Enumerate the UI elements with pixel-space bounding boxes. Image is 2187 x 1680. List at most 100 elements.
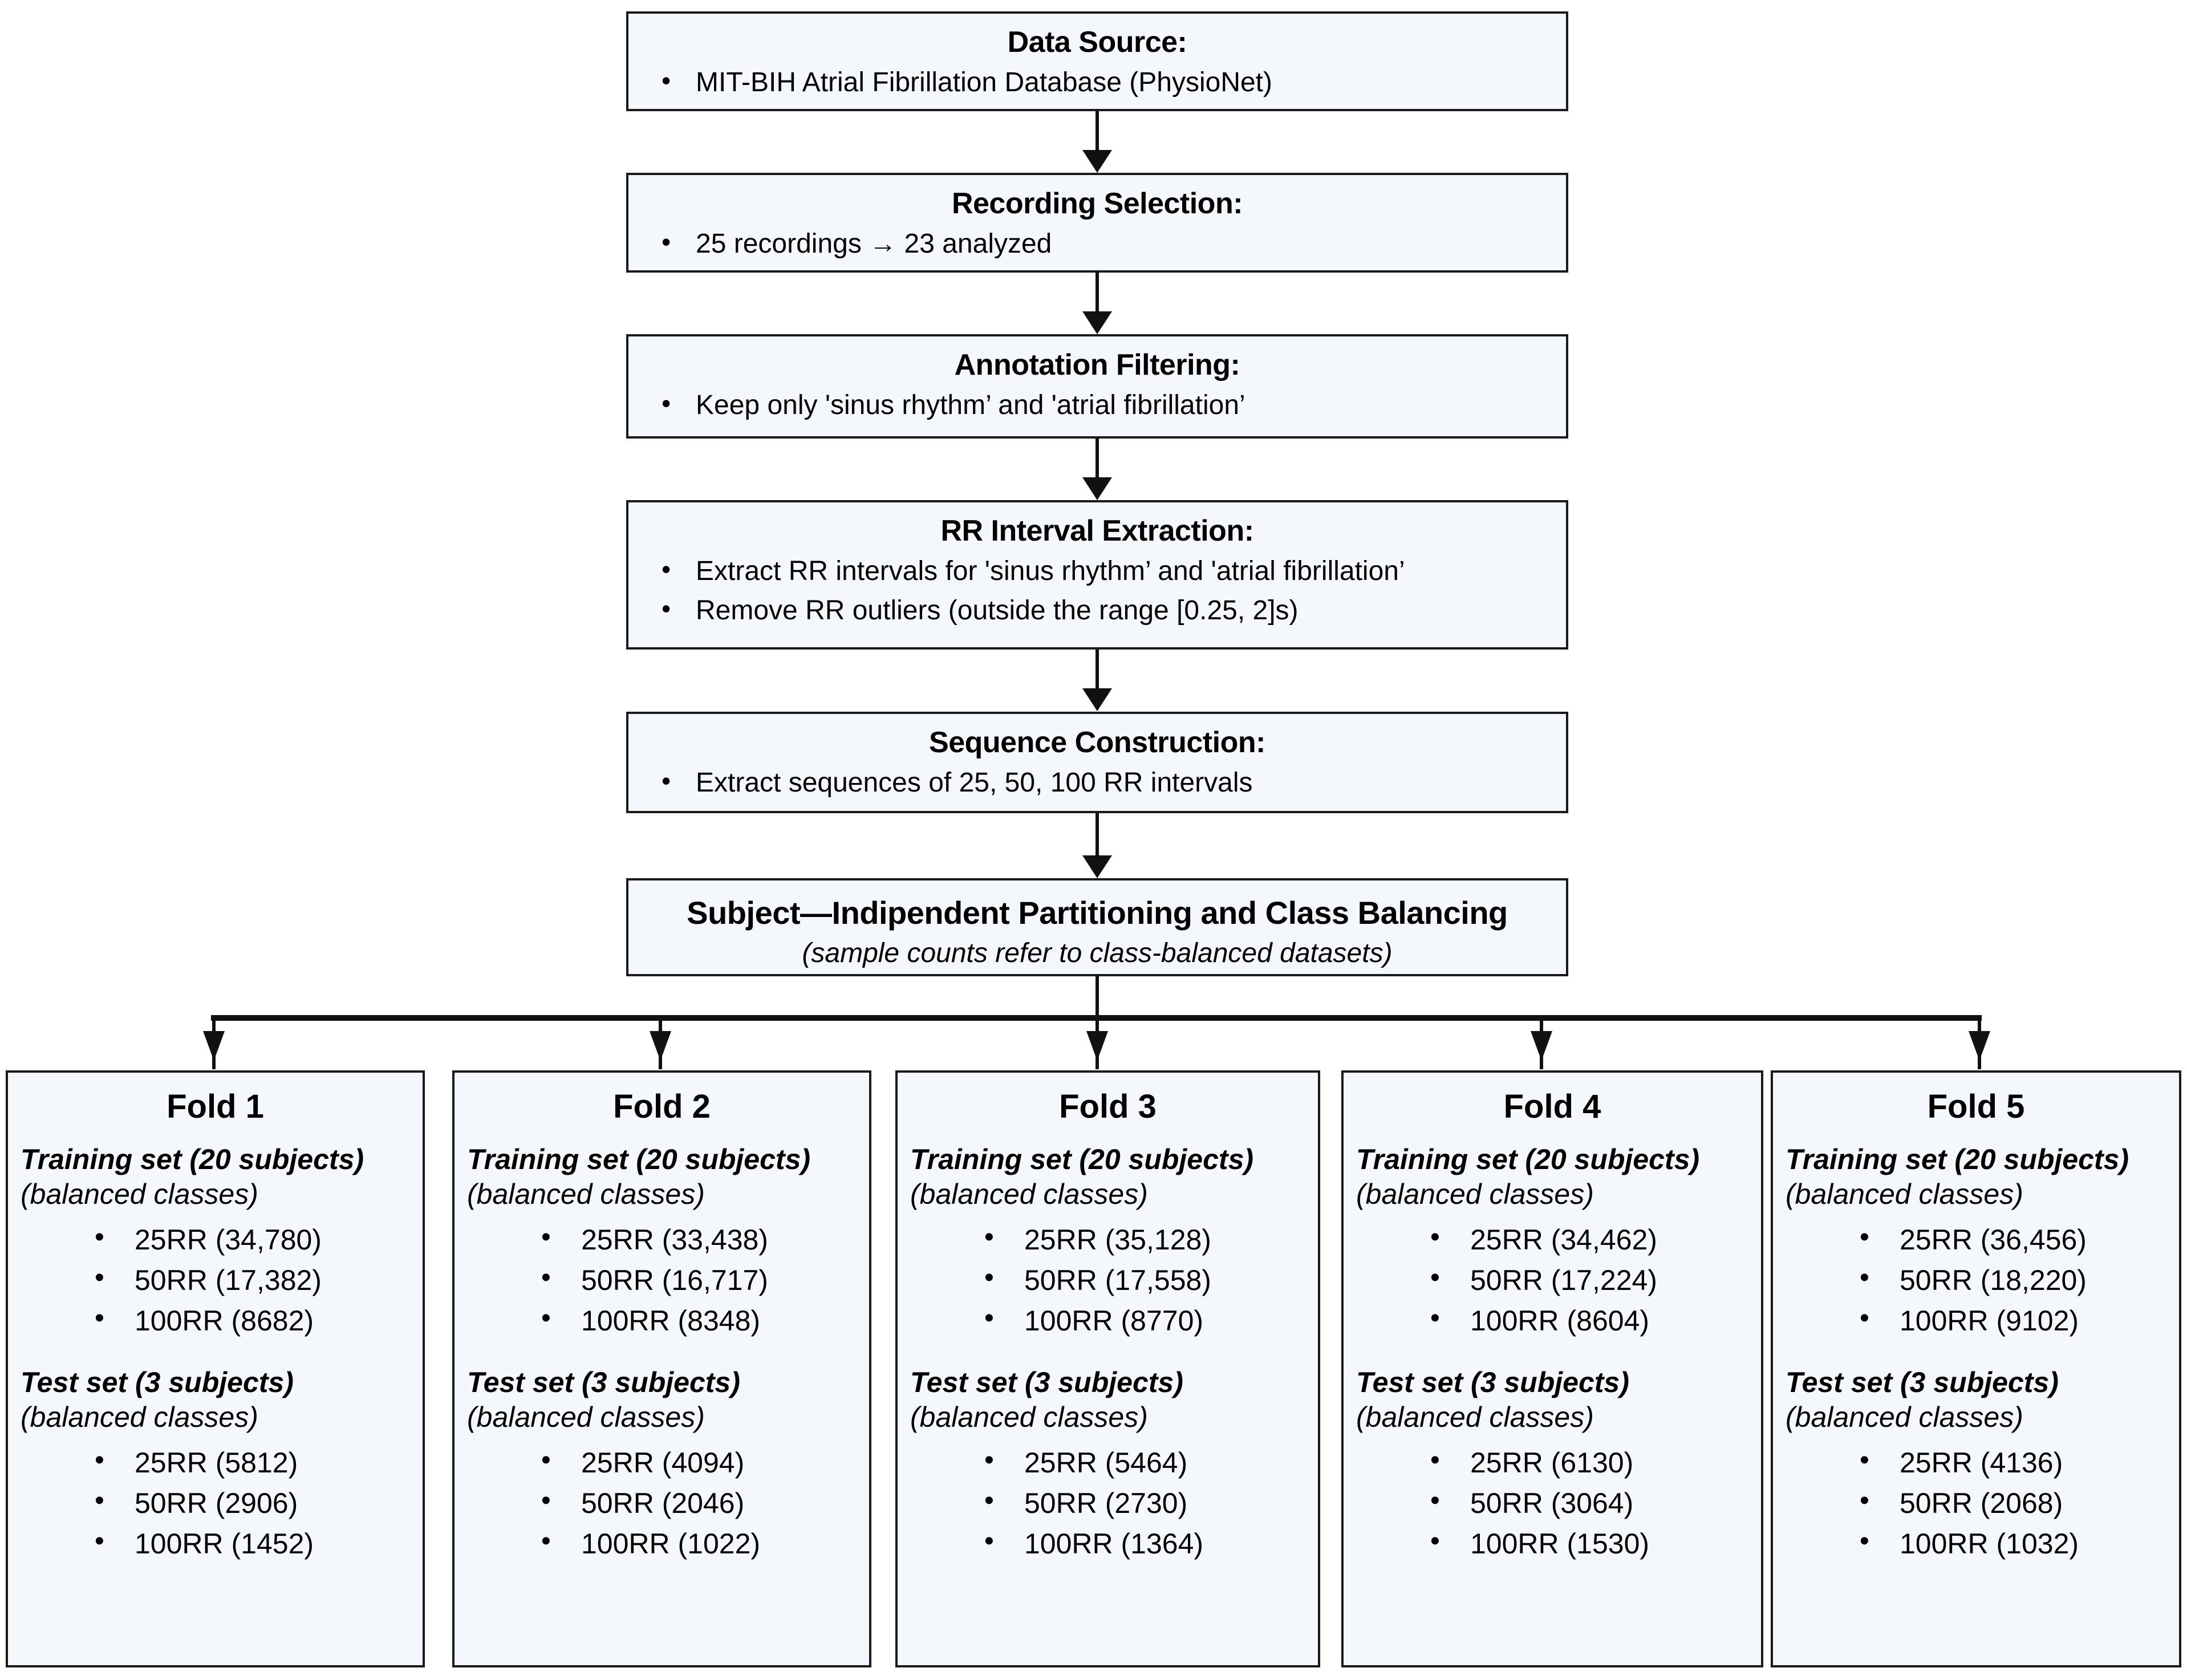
- node-subtitle: (sample counts refer to class-balanced d…: [802, 938, 1393, 968]
- list-item: 25RR (35,128): [898, 1220, 1318, 1259]
- list-item: 100RR (8682): [8, 1301, 423, 1340]
- training-set-items: 25RR (35,128) 50RR (17,558) 100RR (8770): [898, 1220, 1318, 1340]
- fold-title: Fold 2: [613, 1088, 711, 1125]
- test-set-heading: Test set (3 subjects): [1356, 1366, 1629, 1398]
- training-set-subnote: (balanced classes): [1356, 1178, 1594, 1210]
- list-item: 25RR (4136): [1773, 1443, 2179, 1482]
- list-item: 50RR (3064): [1344, 1483, 1761, 1522]
- training-set-heading: Training set (20 subjects): [467, 1143, 811, 1175]
- list-item: 25RR (36,456): [1773, 1220, 2179, 1259]
- training-set-items: 25RR (34,462) 50RR (17,224) 100RR (8604): [1344, 1220, 1761, 1340]
- test-set-subnote: (balanced classes): [21, 1401, 258, 1433]
- test-set-items: 25RR (5464) 50RR (2730) 100RR (1364): [898, 1443, 1318, 1563]
- bullet-item: 25 recordings → 23 analyzed: [628, 225, 1566, 262]
- list-item: 25RR (6130): [1344, 1443, 1761, 1482]
- list-item: 25RR (34,780): [8, 1220, 423, 1259]
- training-set-subnote: (balanced classes): [910, 1178, 1148, 1210]
- connector-arrow-2: [1082, 311, 1112, 334]
- list-item: 25RR (5464): [898, 1443, 1318, 1482]
- list-item: 50RR (2730): [898, 1483, 1318, 1522]
- test-set-heading: Test set (3 subjects): [467, 1366, 740, 1398]
- fanout-arrow-1: [203, 1031, 225, 1061]
- test-set-heading: Test set (3 subjects): [21, 1366, 294, 1398]
- list-item: 50RR (17,382): [8, 1260, 423, 1299]
- fanout-arrow-2: [650, 1031, 671, 1061]
- node-title: RR Interval Extraction:: [940, 514, 1254, 547]
- node-title: Sequence Construction:: [929, 726, 1265, 759]
- node-bullet-list: Extract sequences of 25, 50, 100 RR inte…: [628, 764, 1566, 813]
- node-recording-selection: Recording Selection: 25 recordings → 23 …: [626, 173, 1568, 273]
- training-set-items: 25RR (33,438) 50RR (16,717) 100RR (8348): [455, 1220, 869, 1340]
- fanout-arrow-3: [1086, 1031, 1108, 1061]
- fold-card-4: Fold 4 Training set (20 subjects) (balan…: [1341, 1070, 1763, 1667]
- node-bullet-list: 25 recordings → 23 analyzed: [628, 225, 1566, 274]
- node-partitioning: Subject—Indipendent Partitioning and Cla…: [626, 878, 1568, 976]
- node-title: Annotation Filtering:: [954, 348, 1240, 382]
- fold-title: Fold 1: [167, 1088, 264, 1125]
- connector-arrow-4: [1082, 688, 1112, 711]
- list-item: 50RR (16,717): [455, 1260, 869, 1299]
- connector-arrow-5: [1082, 855, 1112, 878]
- node-title: Subject—Indipendent Partitioning and Cla…: [687, 895, 1508, 931]
- training-set-heading: Training set (20 subjects): [910, 1143, 1254, 1175]
- list-item: 100RR (1032): [1773, 1524, 2179, 1563]
- list-item: 25RR (33,438): [455, 1220, 869, 1259]
- test-set-items: 25RR (6130) 50RR (3064) 100RR (1530): [1344, 1443, 1761, 1563]
- node-bullet-list: MIT-BIH Atrial Fibrillation Database (Ph…: [628, 63, 1566, 113]
- list-item: 50RR (2906): [8, 1483, 423, 1522]
- fold-title: Fold 4: [1503, 1088, 1601, 1125]
- bullet-item: Keep only 'sinus rhythm’ and 'atrial fib…: [628, 386, 1566, 423]
- list-item: 25RR (4094): [455, 1443, 869, 1482]
- training-set-heading: Training set (20 subjects): [1356, 1143, 1700, 1175]
- training-set-subnote: (balanced classes): [467, 1178, 705, 1210]
- training-set-subnote: (balanced classes): [1786, 1178, 2023, 1210]
- bullet-item: Remove RR outliers (outside the range [0…: [628, 591, 1566, 628]
- test-set-heading: Test set (3 subjects): [910, 1366, 1183, 1398]
- connector-line-2: [1095, 273, 1099, 319]
- bullet-item: Extract RR intervals for 'sinus rhythm’ …: [628, 552, 1566, 589]
- node-bullet-list: Keep only 'sinus rhythm’ and 'atrial fib…: [628, 386, 1566, 436]
- connector-arrow-3: [1082, 477, 1112, 500]
- test-set-subnote: (balanced classes): [910, 1401, 1148, 1433]
- test-set-items: 25RR (4136) 50RR (2068) 100RR (1032): [1773, 1443, 2179, 1563]
- test-set-heading: Test set (3 subjects): [1786, 1366, 2059, 1398]
- list-item: 100RR (8604): [1344, 1301, 1761, 1340]
- list-item: 25RR (34,462): [1344, 1220, 1761, 1259]
- fold-title: Fold 3: [1059, 1088, 1157, 1125]
- fanout-arrow-5: [1969, 1031, 1990, 1061]
- node-sequence-construction: Sequence Construction: Extract sequences…: [626, 712, 1568, 813]
- list-item: 100RR (1022): [455, 1524, 869, 1563]
- test-set-subnote: (balanced classes): [1356, 1401, 1594, 1433]
- list-item: 100RR (8348): [455, 1301, 869, 1340]
- test-set-items: 25RR (4094) 50RR (2046) 100RR (1022): [455, 1443, 869, 1563]
- fold-title: Fold 5: [1927, 1088, 2025, 1125]
- list-item: 25RR (5812): [8, 1443, 423, 1482]
- test-set-subnote: (balanced classes): [467, 1401, 705, 1433]
- fold-card-1: Fold 1 Training set (20 subjects) (balan…: [6, 1070, 425, 1667]
- training-set-heading: Training set (20 subjects): [1786, 1143, 2129, 1175]
- training-set-subnote: (balanced classes): [21, 1178, 258, 1210]
- list-item: 50RR (2046): [455, 1483, 869, 1522]
- list-item: 100RR (1364): [898, 1524, 1318, 1563]
- connector-arrow-1: [1082, 150, 1112, 173]
- connector-line-3: [1095, 439, 1099, 485]
- node-annotation-filtering: Annotation Filtering: Keep only 'sinus r…: [626, 334, 1568, 439]
- list-item: 100RR (1452): [8, 1524, 423, 1563]
- list-item: 100RR (1530): [1344, 1524, 1761, 1563]
- node-rr-interval-extraction: RR Interval Extraction: Extract RR inter…: [626, 500, 1568, 650]
- connector-line-1: [1095, 111, 1099, 158]
- fold-card-2: Fold 2 Training set (20 subjects) (balan…: [452, 1070, 871, 1667]
- bullet-item: MIT-BIH Atrial Fibrillation Database (Ph…: [628, 63, 1566, 100]
- list-item: 50RR (18,220): [1773, 1260, 2179, 1299]
- fanout-arrow-4: [1531, 1031, 1552, 1061]
- node-data-source: Data Source: MIT-BIH Atrial Fibrillation…: [626, 11, 1568, 111]
- fold-card-3: Fold 3 Training set (20 subjects) (balan…: [895, 1070, 1320, 1667]
- training-set-items: 25RR (36,456) 50RR (18,220) 100RR (9102): [1773, 1220, 2179, 1340]
- connector-line-5: [1095, 813, 1099, 863]
- node-title: Data Source:: [1007, 26, 1187, 59]
- connector-line-4: [1095, 650, 1099, 696]
- list-item: 50RR (17,224): [1344, 1260, 1761, 1299]
- test-set-items: 25RR (5812) 50RR (2906) 100RR (1452): [8, 1443, 423, 1563]
- node-bullet-list: Extract RR intervals for 'sinus rhythm’ …: [628, 552, 1566, 642]
